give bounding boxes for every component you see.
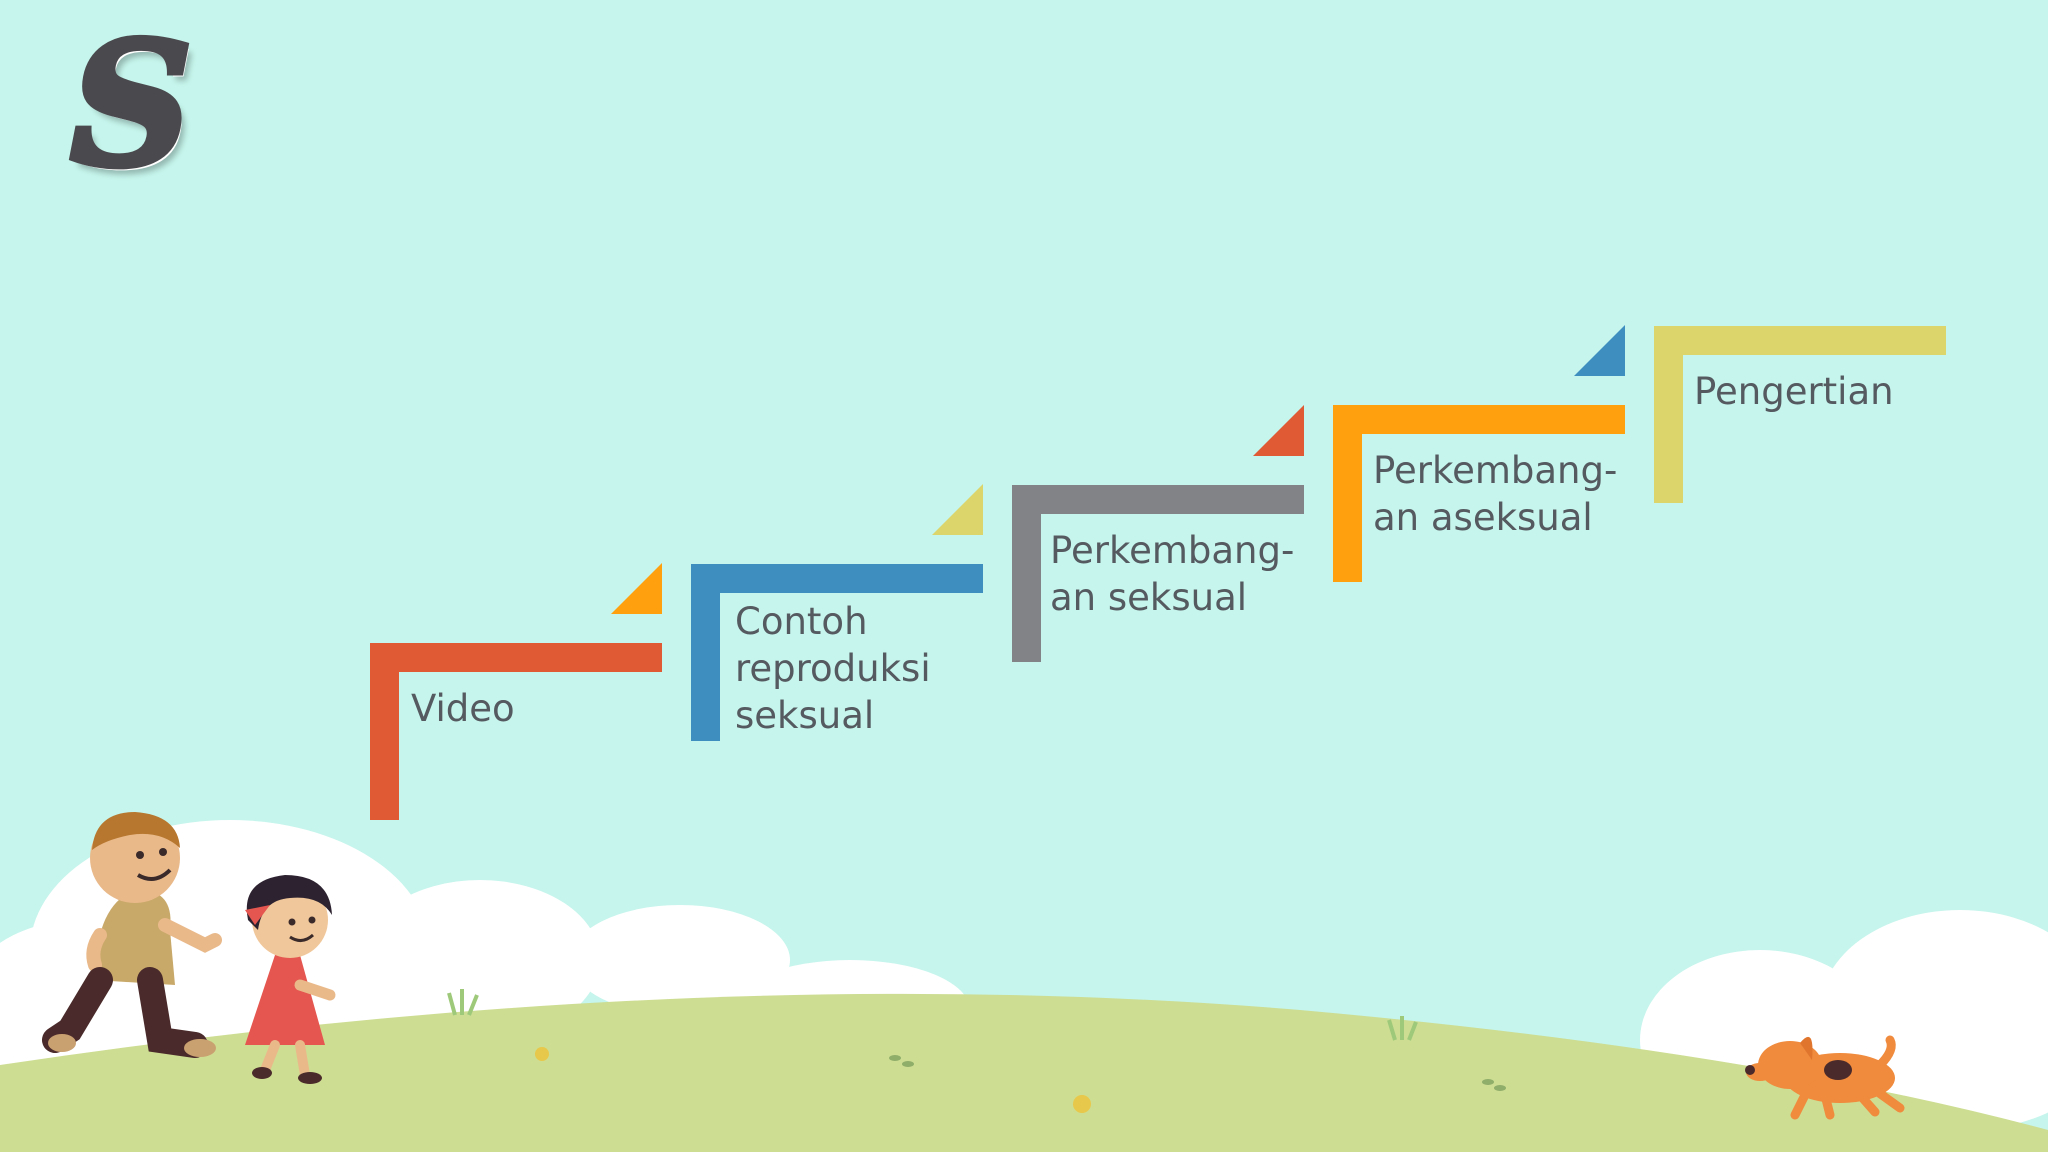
step-video-corner-triangle	[611, 563, 662, 614]
step-perkembangan-aseksual-corner-triangle	[1574, 325, 1625, 376]
step-pengertian[interactable]: Pengertian	[1654, 326, 1946, 503]
boy-illustration	[42, 812, 222, 1058]
girl-illustration	[245, 875, 336, 1084]
step-perkembangan-seksual[interactable]: Perkembang- an seksual	[1012, 405, 1304, 662]
step-perkembangan-aseksual-bar-side	[1333, 405, 1362, 582]
step-video-label: Video	[411, 687, 515, 730]
step-perkembangan-seksual-bar-top	[1012, 485, 1304, 514]
step-contoh-label: Contoh reproduksi seksual	[735, 600, 931, 737]
step-video-bar-side	[370, 643, 399, 820]
step-perkembangan-seksual-label: Perkembang- an seksual	[1050, 529, 1295, 619]
step-pengertian-bar-side	[1654, 326, 1683, 503]
step-perkembangan-aseksual[interactable]: Perkembang- an aseksual	[1333, 325, 1625, 582]
dog-illustration	[1745, 1035, 1905, 1120]
step-perkembangan-seksual-corner-triangle	[1253, 405, 1304, 456]
step-pengertian-label: Pengertian	[1694, 370, 1894, 413]
step-contoh-reproduksi-seksual[interactable]: Contoh reproduksi seksual	[691, 484, 983, 741]
grass-hill	[0, 993, 2048, 1152]
step-video-bar-top	[370, 643, 662, 672]
step-contoh-bar-top	[691, 564, 983, 593]
step-contoh-bar-side	[691, 564, 720, 741]
grass-tufts	[447, 989, 1418, 1041]
step-perkembangan-seksual-bar-side	[1012, 485, 1041, 662]
step-contoh-corner-triangle	[932, 484, 983, 535]
flowers	[535, 1047, 1091, 1113]
step-video[interactable]: Video	[370, 563, 662, 820]
step-perkembangan-aseksual-bar-top	[1333, 405, 1625, 434]
logo-letter: S	[67, 5, 196, 205]
sprouts	[889, 1055, 1506, 1091]
step-perkembangan-aseksual-label: Perkembang- an aseksual	[1373, 449, 1618, 539]
step-pengertian-bar-top	[1654, 326, 1946, 355]
